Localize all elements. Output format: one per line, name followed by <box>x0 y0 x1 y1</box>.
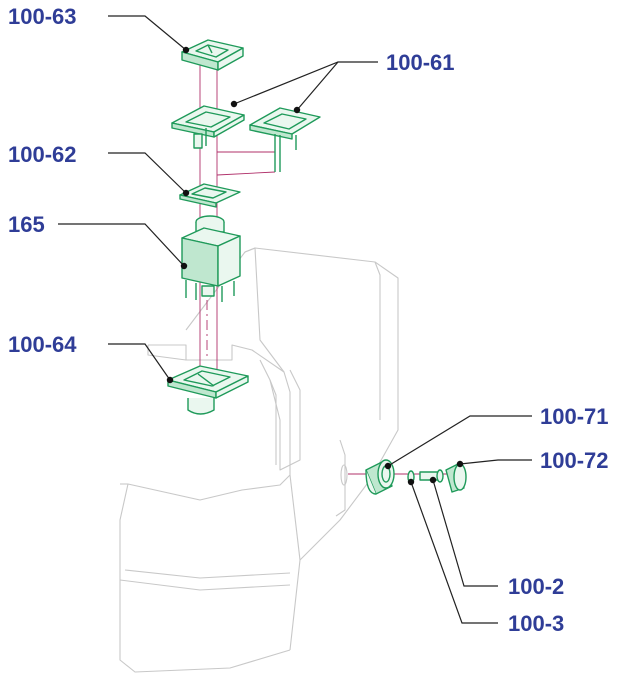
label-100-63: 100-63 <box>8 4 77 29</box>
part-bottom-frame <box>167 365 249 415</box>
label-165: 165 <box>8 212 45 237</box>
label-100-61: 100-61 <box>386 50 455 75</box>
part-knob <box>445 463 467 493</box>
part-frame-left <box>171 105 245 149</box>
part-thin-plate <box>179 183 241 208</box>
label-100-2: 100-2 <box>508 574 564 599</box>
leader-dots <box>166 46 464 486</box>
housing-outline <box>119 247 399 673</box>
part-labels: 100-63 100-61 100-62 165 100-64 100-71 1… <box>8 4 609 636</box>
label-100-64: 100-64 <box>8 332 77 357</box>
part-frame-right <box>249 107 321 172</box>
label-100-3: 100-3 <box>508 611 564 636</box>
label-100-62: 100-62 <box>8 142 77 167</box>
part-top-cap <box>181 39 244 71</box>
label-100-71: 100-71 <box>540 404 609 429</box>
label-100-72: 100-72 <box>540 448 609 473</box>
leader-lines <box>58 15 532 624</box>
part-switch-body <box>181 215 241 302</box>
